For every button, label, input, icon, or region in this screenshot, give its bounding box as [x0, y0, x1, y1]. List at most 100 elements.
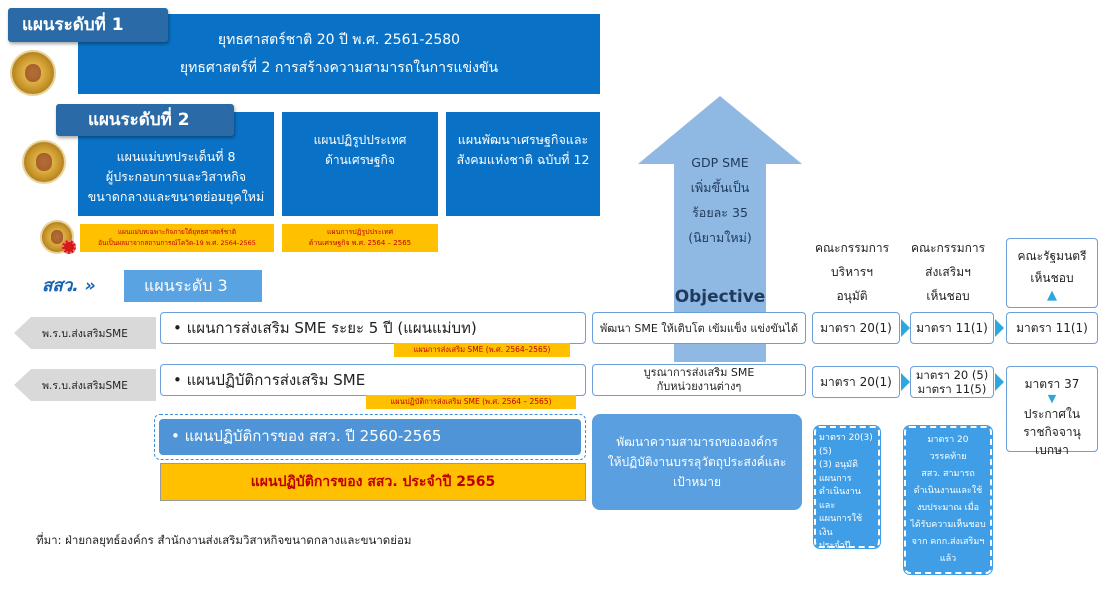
note-osmep-line: สสว. สามารถ [921, 466, 975, 483]
arrow-up-icon: ▲ [1047, 289, 1057, 303]
plan-osmep-sub-label: แผนปฏิบัติการของ สสว. ประจำปี 2565 [251, 471, 495, 493]
level2-box1-line: ขนาดกลางและขนาดย่อมยุคใหม่ [88, 187, 265, 207]
objective-2-line: บูรณาการส่งเสริม SME [644, 366, 755, 380]
level2-sub1: แผนแม่บทเฉพาะกิจภายใต้ยุทธศาสตร์ชาติ อัน… [80, 224, 274, 252]
header-cabinet: คณะรัฐมนตรี เห็นชอบ ▲ [1006, 238, 1098, 308]
level2-tag: แผนระดับที่ 2 [56, 104, 234, 136]
arrow-text-line: GDP SME [691, 150, 748, 175]
note-osmep-line: ดำเนินงานและใช้ [914, 483, 983, 500]
plan-osmep-label: แผนปฏิบัติการของ สสว. ปี 2560-2565 [185, 427, 442, 445]
header-promotion-line: คณะกรรมการ [911, 236, 985, 260]
plan-osmep-sub: แผนปฏิบัติการของ สสว. ประจำปี 2565 [160, 463, 586, 501]
note-board-line: (5) พิจารณาจัดสรร [819, 554, 875, 581]
plan-5year: • แผนการส่งเสริม SME ระยะ 5 ปี (แผนแม่บท… [160, 312, 586, 344]
note-osmep-line: วรรคท้าย [929, 449, 966, 466]
section-r1c3: มาตรา 11(1) [1006, 312, 1098, 344]
level2-sub2: แผนการปฏิรูปประเทศ ด้านเศรษฐกิจ พ.ศ. 256… [282, 224, 438, 252]
section-note-line: ประกาศใน [1024, 405, 1080, 423]
header-board-line: คณะกรรมการ [815, 236, 889, 260]
header-board-line: บริหารฯ [831, 260, 873, 284]
section-r1c2: มาตรา 11(1) [910, 312, 994, 344]
act-label-2: พ.ร.บ.ส่งเสริมSME [14, 369, 156, 401]
level1-line1: ยุทธศาสตร์ชาติ 20 ปี พ.ศ. 2561-2580 [218, 26, 460, 54]
header-board: คณะกรรมการ บริหารฯ อนุมัติ [806, 236, 898, 308]
level2-box3-line: สังคมแห่งชาติ ฉบับที่ 12 [457, 150, 590, 170]
note-osmep: มาตรา 20 วรรคท้าย สสว. สามารถ ดำเนินงานแ… [904, 426, 992, 574]
level2-sub1-line: อันเป็นผลมาจากสถานการณ์โควิด-19 พ.ศ. 256… [98, 238, 256, 249]
arrow-text: GDP SME เพิ่มขึ้นเป็น ร้อยละ 35 (นิยามให… [674, 150, 766, 250]
note-osmep-line: งบประมาณ เมื่อ [917, 500, 979, 517]
objective-label: Objective [664, 287, 776, 307]
double-chevron-icon: » [79, 276, 96, 296]
level3-tag: แผนระดับ 3 [124, 270, 262, 302]
section-r2c2: มาตรา 20 (5) มาตรา 11(5) [910, 366, 994, 398]
level2-box2: แผนปฏิรูปประเทศ ด้านเศรษฐกิจ [282, 112, 438, 216]
osmep-logo: สสว. » [42, 275, 122, 297]
arrow-text-line: ร้อยละ 35 [692, 200, 748, 225]
note-board-line: มาตรา 20(3)(5) [819, 432, 875, 459]
note-board-line: แผนการใช้เงิน [819, 513, 875, 540]
plan-5year-label: แผนการส่งเสริม SME ระยะ 5 ปี (แผนแม่บท) [187, 319, 477, 337]
level2-box3-line: แผนพัฒนาเศรษฐกิจและ [458, 130, 588, 150]
arrow-text-line: เพิ่มขึ้นเป็น [691, 175, 750, 200]
level2-box2-line: แผนปฏิรูปประเทศ [314, 130, 407, 150]
level2-sub2-line: แผนการปฏิรูปประเทศ [327, 227, 393, 238]
header-cabinet-line: คณะรัฐมนตรี [1017, 245, 1086, 267]
source-note: ที่มา: ฝ่ายกลยุทธ์องค์กร สำนักงานส่งเสริ… [36, 532, 596, 550]
level2-box2-line: ด้านเศรษฐกิจ [325, 150, 395, 170]
bullet-icon: • [171, 427, 185, 445]
plan-osmep: • แผนปฏิบัติการของ สสว. ปี 2560-2565 [154, 414, 586, 460]
note-osmep-line: มาตรา 20 [927, 432, 968, 449]
note-board-line: เงินกองทุนฯ [819, 581, 875, 594]
bullet-icon: • [173, 371, 187, 389]
header-promotion-line: ส่งเสริมฯ [925, 260, 971, 284]
level2-box1-line: แผนแม่บทประเด็นที่ 8 [117, 147, 236, 167]
objective-1: พัฒนา SME ให้เติบโต เข้มแข็ง แข่งขันได้ [592, 312, 806, 344]
arrow-right-icon [995, 373, 1004, 391]
section-text: มาตรา 20 (5) [916, 368, 988, 382]
section-r2c1: มาตรา 20(1) [812, 366, 900, 398]
header-cabinet-line: เห็นชอบ [1030, 267, 1073, 289]
note-osmep-line: จาก คกก.ส่งเสริมฯ [912, 534, 985, 551]
arrow-right-icon [901, 373, 910, 391]
section-text: มาตรา 20(1) [820, 373, 892, 392]
note-board: มาตรา 20(3)(5) (3) อนุมัติแผนการ ดำเนินง… [814, 426, 880, 548]
section-text: มาตรา 11(1) [916, 319, 988, 338]
osmep-logo-text: สสว. [42, 276, 79, 296]
objective-1-text: พัฒนา SME ให้เติบโต เข้มแข็ง แข่งขันได้ [600, 319, 798, 337]
section-text: มาตรา 11(1) [1016, 319, 1088, 338]
note-board-line: (3) อนุมัติแผนการ [819, 459, 875, 486]
objective-2-line: กับหน่วยงานต่างๆ [657, 380, 742, 394]
objective-3-line: ให้ปฏิบัติงานบรรลุวัตถุประสงค์และ [608, 452, 787, 472]
section-note-line: ราชกิจจานุเบกษา [1007, 423, 1097, 459]
arrow-down-icon: ▼ [1048, 393, 1056, 405]
level2-box3: แผนพัฒนาเศรษฐกิจและ สังคมแห่งชาติ ฉบับที… [446, 112, 600, 216]
objective-3-line: เป้าหมาย [673, 472, 721, 492]
garuda-seal-icon [22, 140, 66, 184]
header-promotion-line: เห็นชอบ [926, 284, 969, 308]
plan-osmep-inner: • แผนปฏิบัติการของ สสว. ปี 2560-2565 [159, 419, 581, 455]
header-board-line: อนุมัติ [836, 284, 867, 308]
note-osmep-line: ได้รับความเห็นชอบ [910, 517, 985, 534]
act-label-text: พ.ร.บ.ส่งเสริมSME [42, 325, 128, 342]
plan-action-sub: แผนปฏิบัติการส่งเสริม SME (พ.ศ. 2564 – 2… [366, 395, 576, 409]
act-label-1: พ.ร.บ.ส่งเสริมSME [14, 317, 156, 349]
level2-box1-line: ผู้ประกอบการและวิสาหกิจ [106, 167, 246, 187]
level2-sub2-line: ด้านเศรษฐกิจ พ.ศ. 2564 – 2565 [309, 238, 411, 249]
section-r1c1: มาตรา 20(1) [812, 312, 900, 344]
section-r2c3: มาตรา 37 ▼ ประกาศใน ราชกิจจานุเบกษา [1006, 366, 1098, 452]
bullet-icon: • [173, 319, 187, 337]
garuda-seal-icon [10, 50, 56, 96]
plan-5year-sub: แผนการส่งเสริม SME (พ.ศ. 2564–2565) [394, 343, 570, 357]
note-board-line: ดำเนินงานและ [819, 486, 875, 513]
section-text: มาตรา 37 [1025, 375, 1080, 393]
arrow-right-icon [995, 319, 1004, 337]
arrow-right-icon [901, 319, 910, 337]
note-board-line: ประจำปี [819, 540, 875, 554]
plan-action: • แผนปฏิบัติการส่งเสริม SME [160, 364, 586, 396]
header-promotion: คณะกรรมการ ส่งเสริมฯ เห็นชอบ [902, 236, 994, 308]
note-osmep-line: แล้ว [940, 551, 956, 568]
level1-tag: แผนระดับที่ 1 [8, 8, 168, 42]
act-label-text: พ.ร.บ.ส่งเสริมSME [42, 377, 128, 394]
level2-sub1-line: แผนแม่บทเฉพาะกิจภายใต้ยุทธศาสตร์ชาติ [118, 227, 236, 238]
